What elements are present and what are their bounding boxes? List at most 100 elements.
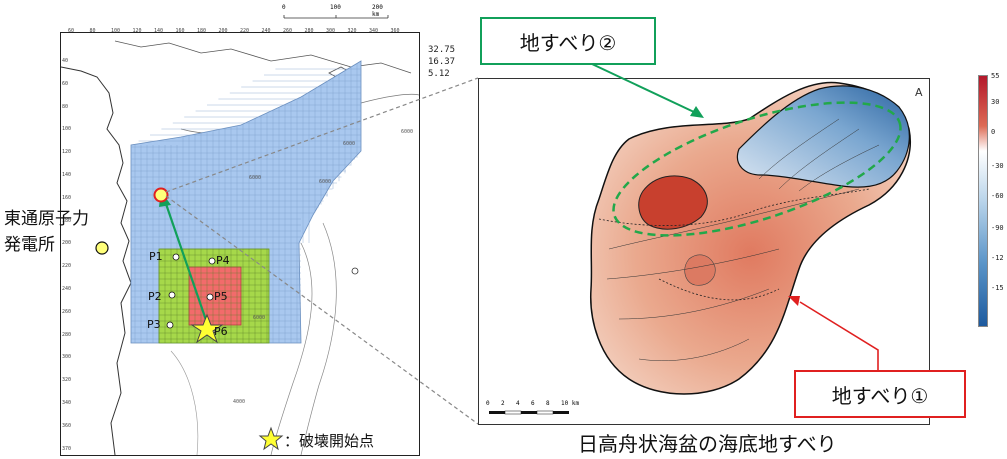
- star-legend-label: ：破壊開始点: [284, 432, 375, 450]
- latitude-tick-label: 100: [62, 126, 72, 133]
- latitude-tick-label: 140: [62, 172, 72, 178]
- legend-value-mid: 16.37: [428, 57, 456, 67]
- point-p6-label: P6: [214, 325, 228, 338]
- latitude-tick-label: 360: [62, 422, 72, 429]
- longitude-tick-label: 100: [111, 28, 121, 34]
- colorbar-tick: 30: [991, 98, 1000, 106]
- svg-text:6000: 6000: [319, 179, 331, 185]
- landslide-deposit-mid: [684, 254, 716, 286]
- latitude-tick-label: 160: [62, 194, 72, 201]
- latitude-tick-label: 40: [62, 58, 69, 64]
- detail-scale-tick: 0: [486, 400, 490, 407]
- legend-value-high: 32.75: [428, 45, 456, 55]
- colorbar-tick: 0: [991, 128, 996, 136]
- point-p5-marker: [206, 293, 214, 301]
- longitude-tick-label: 260: [283, 28, 293, 34]
- longitude-tick-label: 60: [68, 28, 75, 34]
- landslide-deposit-high: [638, 175, 708, 230]
- point-p1-marker: [172, 253, 180, 261]
- latitude-tick-label: 220: [62, 263, 72, 270]
- latitude-tick-label: 180: [62, 217, 72, 224]
- longitude-tick-label: 240: [261, 28, 271, 34]
- latitude-tick-label: 60: [62, 80, 69, 87]
- detail-scale-tick: 8: [546, 400, 550, 407]
- longitude-tick-label: 80: [89, 28, 96, 34]
- longitude-tick-label: 180: [197, 28, 207, 34]
- longitude-tick-label: 140: [154, 28, 164, 34]
- landslide-scar-blue: [736, 85, 910, 188]
- landslide-2-ellipse: [612, 101, 902, 237]
- detail-scale-tick: 10 km: [561, 400, 580, 407]
- coastline: [60, 66, 132, 456]
- point-p2-marker: [168, 291, 176, 299]
- longitude-tick-label: 280: [304, 28, 314, 34]
- latitude-tick-label: 240: [62, 286, 72, 292]
- colorbar-tick: -90: [991, 224, 1004, 232]
- point-p5-label: P5: [214, 290, 228, 303]
- landslide-detail-svg: [489, 81, 911, 415]
- landslide-1-callout: 地すべり①: [794, 370, 966, 418]
- svg-text:6000: 6000: [343, 141, 355, 147]
- scale-tick-200: 200 km: [372, 4, 383, 18]
- power-plant-label-line1: 東通原子力: [4, 209, 89, 229]
- star-legend-icon: [258, 426, 284, 451]
- colorbar-tick: 55: [991, 72, 1000, 80]
- latitude-tick-label: 200: [62, 240, 72, 247]
- power-plant-marker: [95, 241, 109, 255]
- latitude-tick-label: 370: [62, 445, 72, 452]
- longitude-tick-label: 200: [218, 28, 228, 34]
- longitude-tick-label: 120: [132, 28, 142, 34]
- contour-lines: [606, 118, 880, 361]
- svg-text:4000: 4000: [233, 399, 245, 405]
- scale-bar-svg: [283, 15, 389, 19]
- source-model-map-svg: 6000 6000 6000 6000 6000 4000: [60, 40, 429, 456]
- longitude-tick-label: 320: [347, 28, 357, 34]
- landslide-site-marker: [153, 187, 169, 203]
- point-p4-marker: [208, 257, 216, 265]
- latitude-tick-label: 340: [62, 400, 72, 406]
- point-p3-label: P3: [147, 318, 161, 331]
- longitude-tick-label: 300: [326, 28, 336, 34]
- latitude-tick-label: 320: [62, 377, 72, 384]
- detail-scale-ticks: 0 2 4 6 8 10 km: [486, 400, 606, 410]
- point-p1-label: P1: [149, 250, 163, 263]
- source-model-map: 6000 6000 6000 6000 6000 4000: [60, 32, 429, 456]
- longitude-tick-label: 160: [175, 28, 185, 34]
- landslide-2-callout: 地すべり②: [480, 17, 656, 65]
- colorbar-tick: -30: [991, 162, 1004, 170]
- latitude-tick-label: 260: [62, 308, 72, 315]
- figure-caption: 日高舟状海盆の海底地すべり: [578, 432, 837, 456]
- landslide-detail-map: [478, 78, 930, 425]
- elevation-colorbar: [978, 75, 988, 327]
- longitude-tick-label: 340: [369, 28, 379, 34]
- svg-text:6000: 6000: [401, 129, 413, 135]
- scale-bar: 0 100 200 km: [282, 4, 392, 24]
- colorbar-tick: -15: [991, 284, 1004, 292]
- coastline-north: [114, 40, 412, 74]
- latitude-tick-label: 300: [62, 354, 72, 361]
- seamount-marker: [351, 267, 359, 275]
- colorbar-tick: -60: [991, 192, 1004, 200]
- detail-scale-bar: [489, 410, 569, 415]
- bathymetry-contour: [170, 350, 199, 456]
- svg-text:6000: 6000: [253, 315, 265, 321]
- point-p2-label: P2: [148, 290, 162, 303]
- power-plant-label-line2: 発電所: [4, 235, 55, 255]
- latitude-tick-label: 280: [62, 331, 72, 338]
- point-p4-label: P4: [216, 254, 230, 267]
- power-plant-label: 東通原子力 発電所: [4, 206, 89, 258]
- scale-tick-0: 0: [282, 4, 286, 11]
- detail-scale-tick: 4: [516, 400, 520, 407]
- slip-legend-labels: 32.75 16.37 5.12: [428, 44, 455, 80]
- north-arrow: A: [915, 86, 923, 99]
- scale-tick-100: 100: [330, 4, 341, 11]
- colorbar-tick: -12: [991, 254, 1004, 262]
- detail-scale-tick: 2: [501, 400, 505, 407]
- legend-value-low: 5.12: [428, 69, 450, 79]
- point-p3-marker: [166, 321, 174, 329]
- detail-scale-tick: 6: [531, 400, 535, 407]
- longitude-tick-label: 360: [390, 28, 400, 34]
- latitude-tick-label: 80: [62, 103, 69, 110]
- svg-text:6000: 6000: [249, 175, 261, 181]
- latitude-tick-label: 120: [62, 149, 72, 156]
